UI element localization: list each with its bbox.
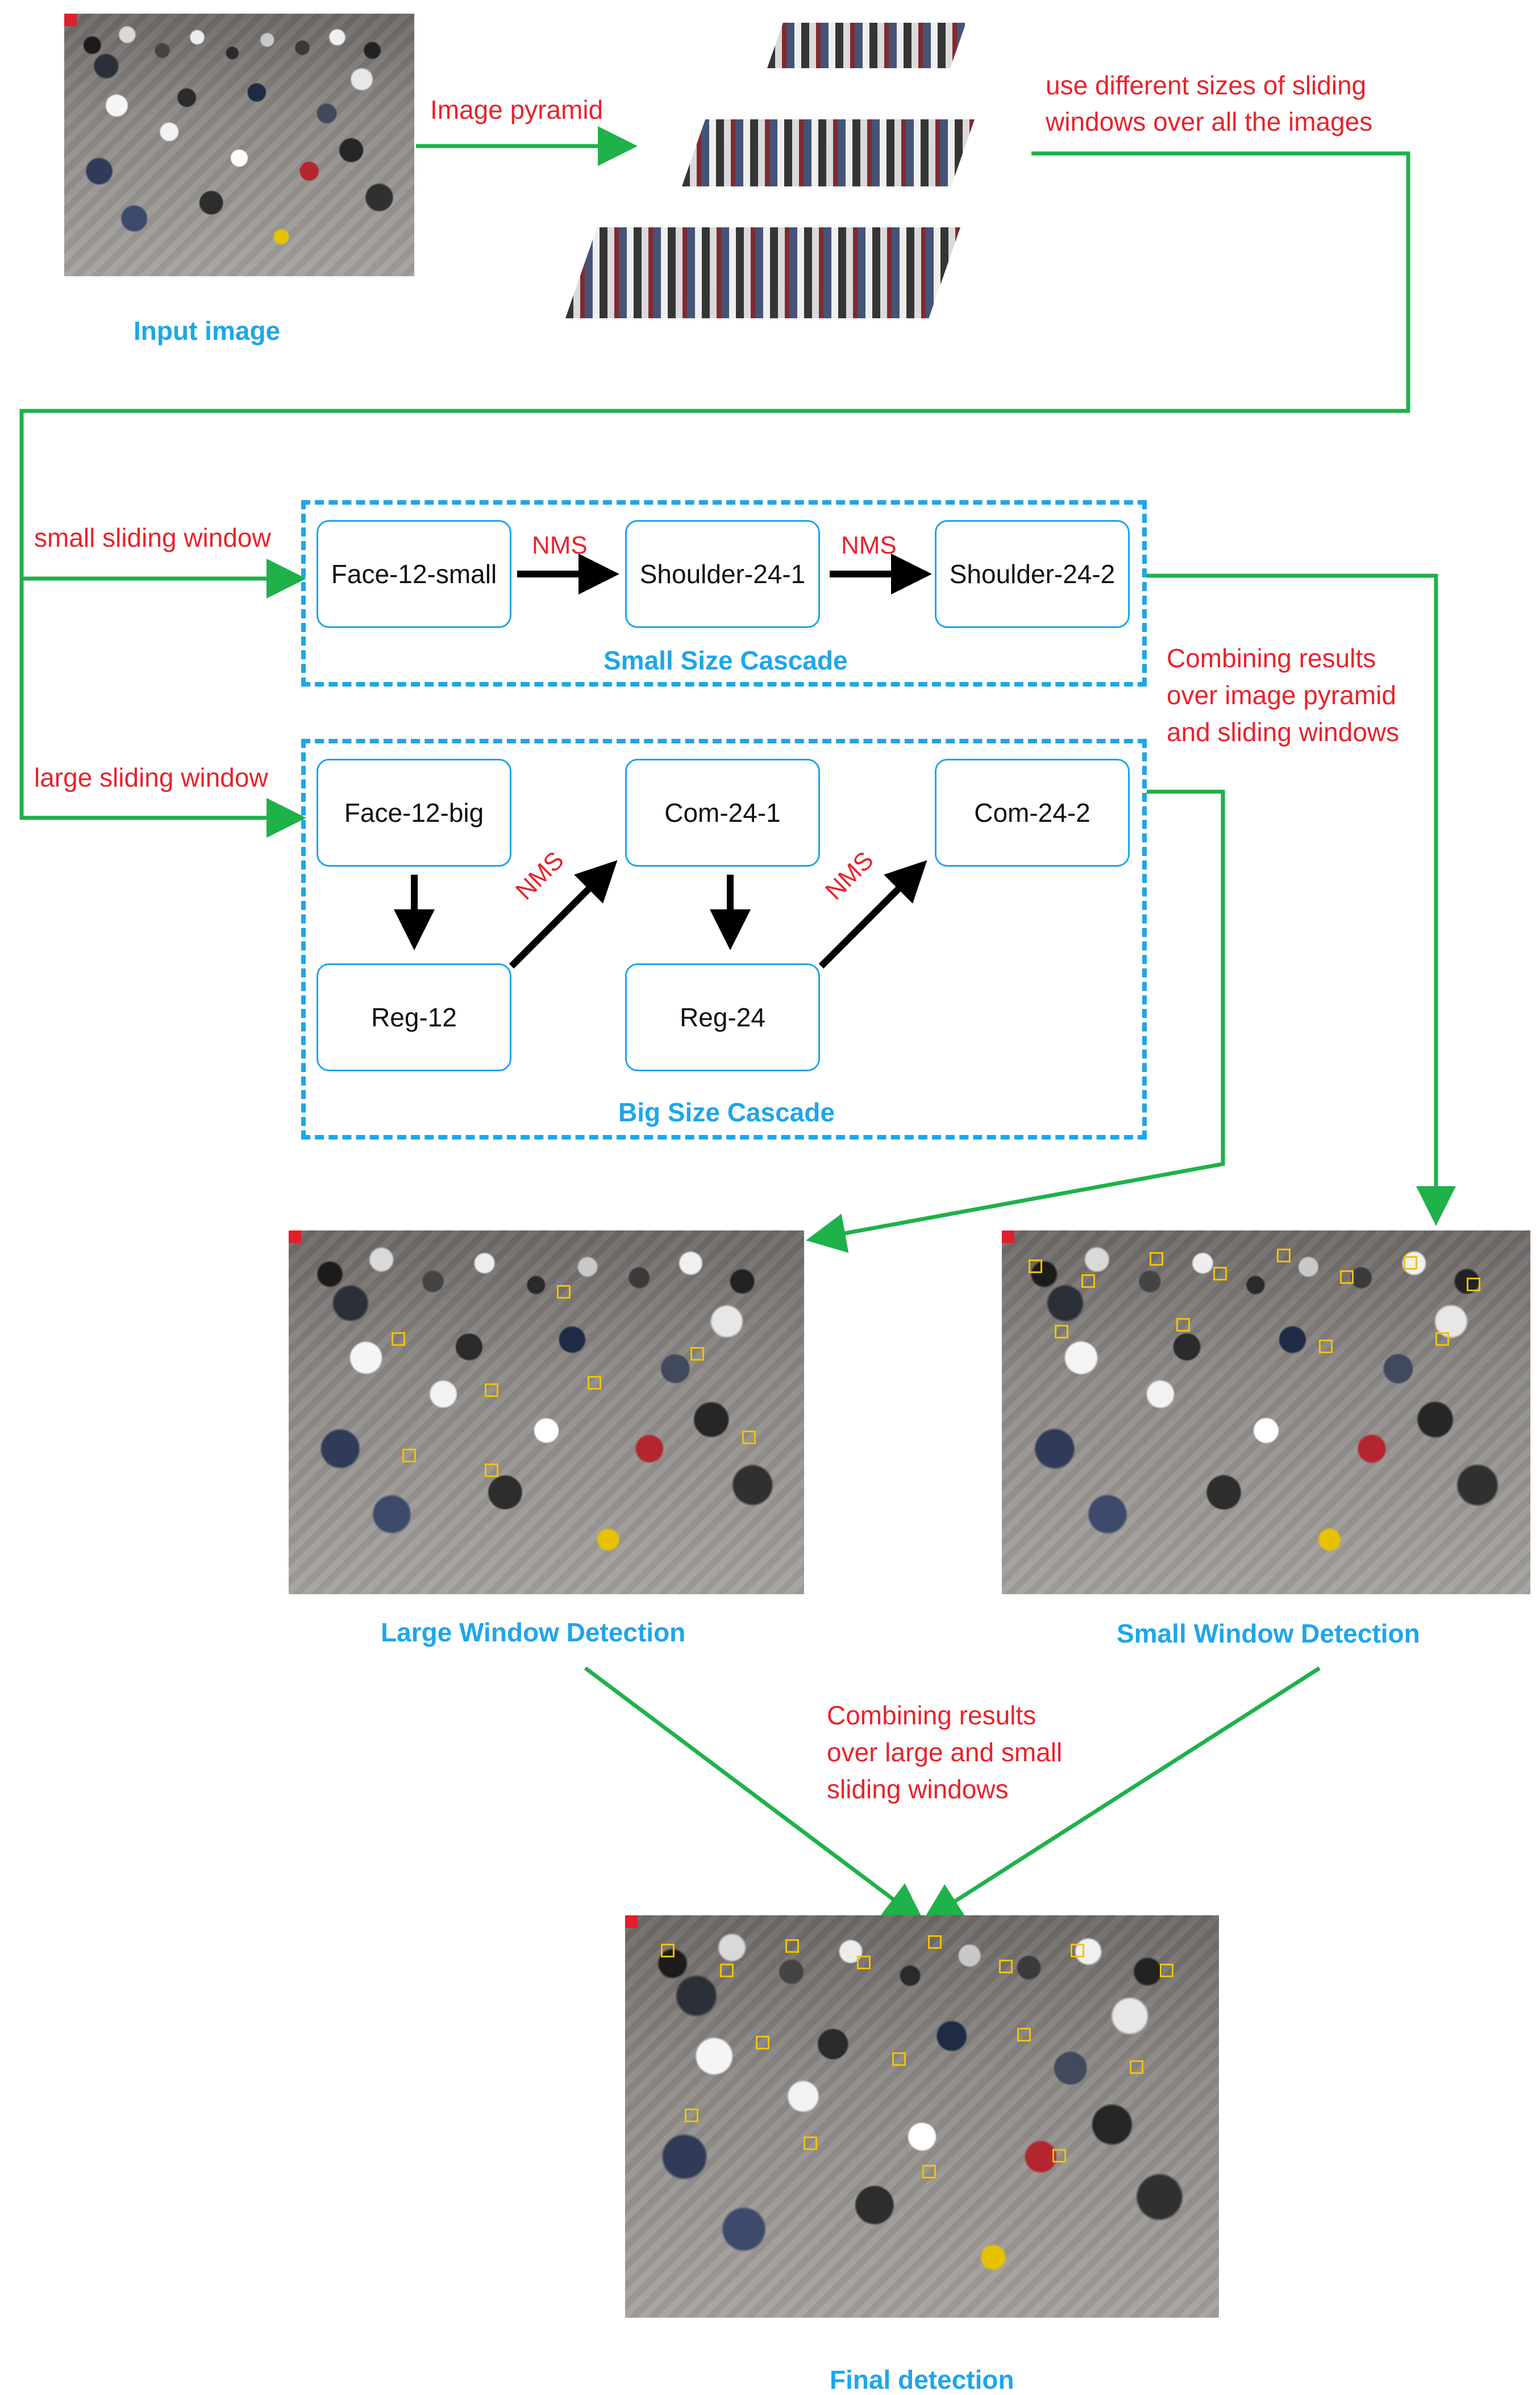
detection-box <box>1052 2148 1067 2163</box>
combine-large-small-note-line3: sliding windows <box>827 1774 1009 1804</box>
pyramid-level-large <box>565 227 960 318</box>
detection-box <box>1403 1255 1417 1270</box>
detection-box <box>1467 1278 1481 1292</box>
face-12-big-node: Face-12-big <box>317 759 511 867</box>
detection-box <box>922 2164 936 2178</box>
combine-pyramid-note-line2: over image pyramid <box>1167 680 1396 710</box>
detection-box <box>1028 1259 1042 1274</box>
pyramid-level-medium <box>682 119 975 186</box>
crowd-texture <box>64 14 414 276</box>
small-window-detection-caption: Small Window Detection <box>1117 1619 1420 1648</box>
image-pyramid-label: Image pyramid <box>430 95 603 124</box>
detection-box <box>684 2108 698 2122</box>
small-size-cascade-group <box>301 500 1147 687</box>
shoulder-24-1-node: Shoulder-24-1 <box>625 520 820 628</box>
detection-box <box>1276 1249 1291 1262</box>
input-image <box>64 14 414 276</box>
detection-box <box>660 1943 675 1957</box>
reg-12-node: Reg-12 <box>317 963 511 1071</box>
detection-box <box>1070 1943 1084 1957</box>
detection-box <box>720 1963 734 1977</box>
detection-box <box>402 1449 416 1462</box>
crowd-texture <box>625 1915 1219 2318</box>
crowd-texture <box>289 1230 804 1594</box>
small-sliding-window-label: small sliding window <box>34 523 271 552</box>
detection-box <box>1319 1340 1333 1353</box>
sliding-window-note-line1: use different sizes of sliding <box>1046 70 1367 100</box>
crowd-texture <box>1002 1230 1530 1594</box>
detection-box <box>803 2136 817 2151</box>
large-window-detection-image <box>289 1230 804 1594</box>
detection-box <box>892 2052 906 2066</box>
detection-box <box>742 1431 756 1444</box>
reg-24-node: Reg-24 <box>625 963 820 1071</box>
detection-box <box>1159 1963 1173 1977</box>
detection-box <box>785 1939 800 1953</box>
final-detection-caption: Final detection <box>830 2365 1014 2394</box>
pyramid-level-small <box>767 23 966 68</box>
detection-box <box>1130 2060 1144 2074</box>
detection-box <box>999 1959 1013 1973</box>
shoulder-24-2-node: Shoulder-24-2 <box>935 520 1130 628</box>
detection-box <box>1176 1317 1190 1332</box>
large-sliding-window-label: large sliding window <box>34 763 268 792</box>
red-marker <box>64 14 77 26</box>
detection-box <box>556 1285 571 1299</box>
red-marker <box>1002 1230 1014 1243</box>
red-marker <box>289 1230 301 1243</box>
small-window-detection-image <box>1002 1230 1530 1594</box>
detection-box <box>690 1346 705 1361</box>
sliding-window-note-line2: windows over all the images <box>1046 107 1373 136</box>
detection-box <box>1435 1332 1449 1346</box>
detection-box <box>484 1463 498 1477</box>
detection-box <box>588 1376 602 1390</box>
input-image-caption: Input image <box>134 316 281 346</box>
detection-box <box>484 1383 498 1397</box>
detection-box <box>856 1955 871 1969</box>
large-window-detection-caption: Large Window Detection <box>381 1618 686 1647</box>
final-detection-image <box>625 1915 1219 2318</box>
detection-box <box>392 1332 406 1346</box>
combine-large-small-note-line2: over large and small <box>827 1737 1063 1767</box>
detection-box <box>927 1935 942 1949</box>
big-size-cascade-group <box>301 739 1147 1140</box>
combine-pyramid-note-line1: Combining results <box>1167 643 1376 673</box>
detection-box <box>1150 1252 1164 1266</box>
combine-pyramid-note-line3: and sliding windows <box>1167 717 1400 747</box>
detection-box <box>1017 2028 1031 2042</box>
big-size-cascade-caption: Big Size Cascade <box>618 1097 835 1127</box>
combine-large-small-note-line1: Combining results <box>827 1700 1037 1730</box>
detection-box <box>1213 1267 1227 1280</box>
detection-box <box>1340 1270 1354 1284</box>
detection-box <box>1055 1325 1068 1339</box>
nms-label-small-2: NMS <box>841 531 897 559</box>
com-24-2-node: Com-24-2 <box>935 759 1130 867</box>
small-size-cascade-caption: Small Size Cascade <box>603 646 848 675</box>
detection-box <box>1081 1274 1095 1288</box>
nms-label-small-1: NMS <box>532 531 588 559</box>
com-24-1-node: Com-24-1 <box>625 759 820 867</box>
detection-box <box>755 2036 769 2050</box>
red-marker <box>625 1915 638 1928</box>
face-12-small-node: Face-12-small <box>317 520 511 628</box>
